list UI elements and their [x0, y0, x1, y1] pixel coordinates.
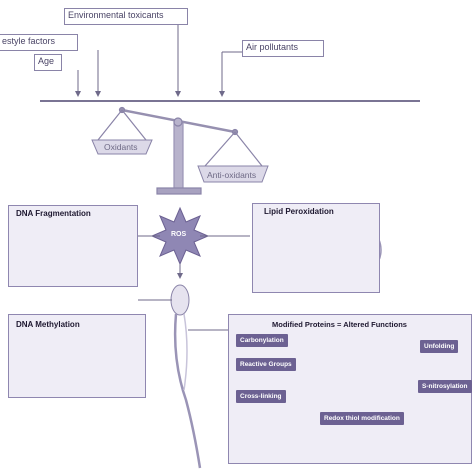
dna-fragmentation-panel: [8, 205, 138, 287]
tag-unfolding: Unfolding: [420, 340, 459, 353]
balance-scale: [97, 106, 263, 195]
tag-cross-linking: Cross-linking: [236, 390, 286, 403]
dna-fragmentation-title: DNA Fragmentation: [16, 209, 91, 218]
environmental-toxicants-box: Environmental toxicants: [64, 8, 188, 25]
tag-reactive-groups: Reactive Groups: [236, 358, 296, 371]
dna-methylation-title: DNA Methylation: [16, 320, 80, 329]
dna-methylation-panel: [8, 314, 146, 398]
lifestyle-factors-label: estyle factors: [2, 36, 56, 46]
age-box: Age: [34, 54, 62, 71]
lipid-peroxidation-panel: [252, 203, 380, 293]
age-label: Age: [38, 56, 55, 66]
oxidants-label: Oxidants: [104, 142, 138, 152]
lipid-peroxidation-title: Lipid Peroxidation: [264, 207, 334, 216]
tag-carbonylation: Carbonylation: [236, 334, 288, 347]
factor-arrows: [75, 24, 242, 97]
antioxidants-label: Anti-oxidants: [207, 170, 257, 180]
modified-proteins-title: Modified Proteins = Altered Functions: [272, 320, 407, 329]
sperm-illustration: [170, 284, 202, 469]
lifestyle-factors-box: estyle factors: [0, 34, 78, 51]
oxidant-pan: [91, 139, 153, 155]
environmental-toxicants-label: Environmental toxicants: [68, 10, 164, 20]
ros-label: ROS: [171, 231, 187, 238]
tag-redox-thiol: Redox thiol modification: [320, 412, 404, 425]
air-pollutants-label: Air pollutants: [246, 42, 299, 52]
air-pollutants-box: Air pollutants: [242, 40, 324, 57]
tag-s-nitrosylation: S-nitrosylation: [418, 380, 472, 393]
antioxidant-pan: [197, 165, 269, 183]
